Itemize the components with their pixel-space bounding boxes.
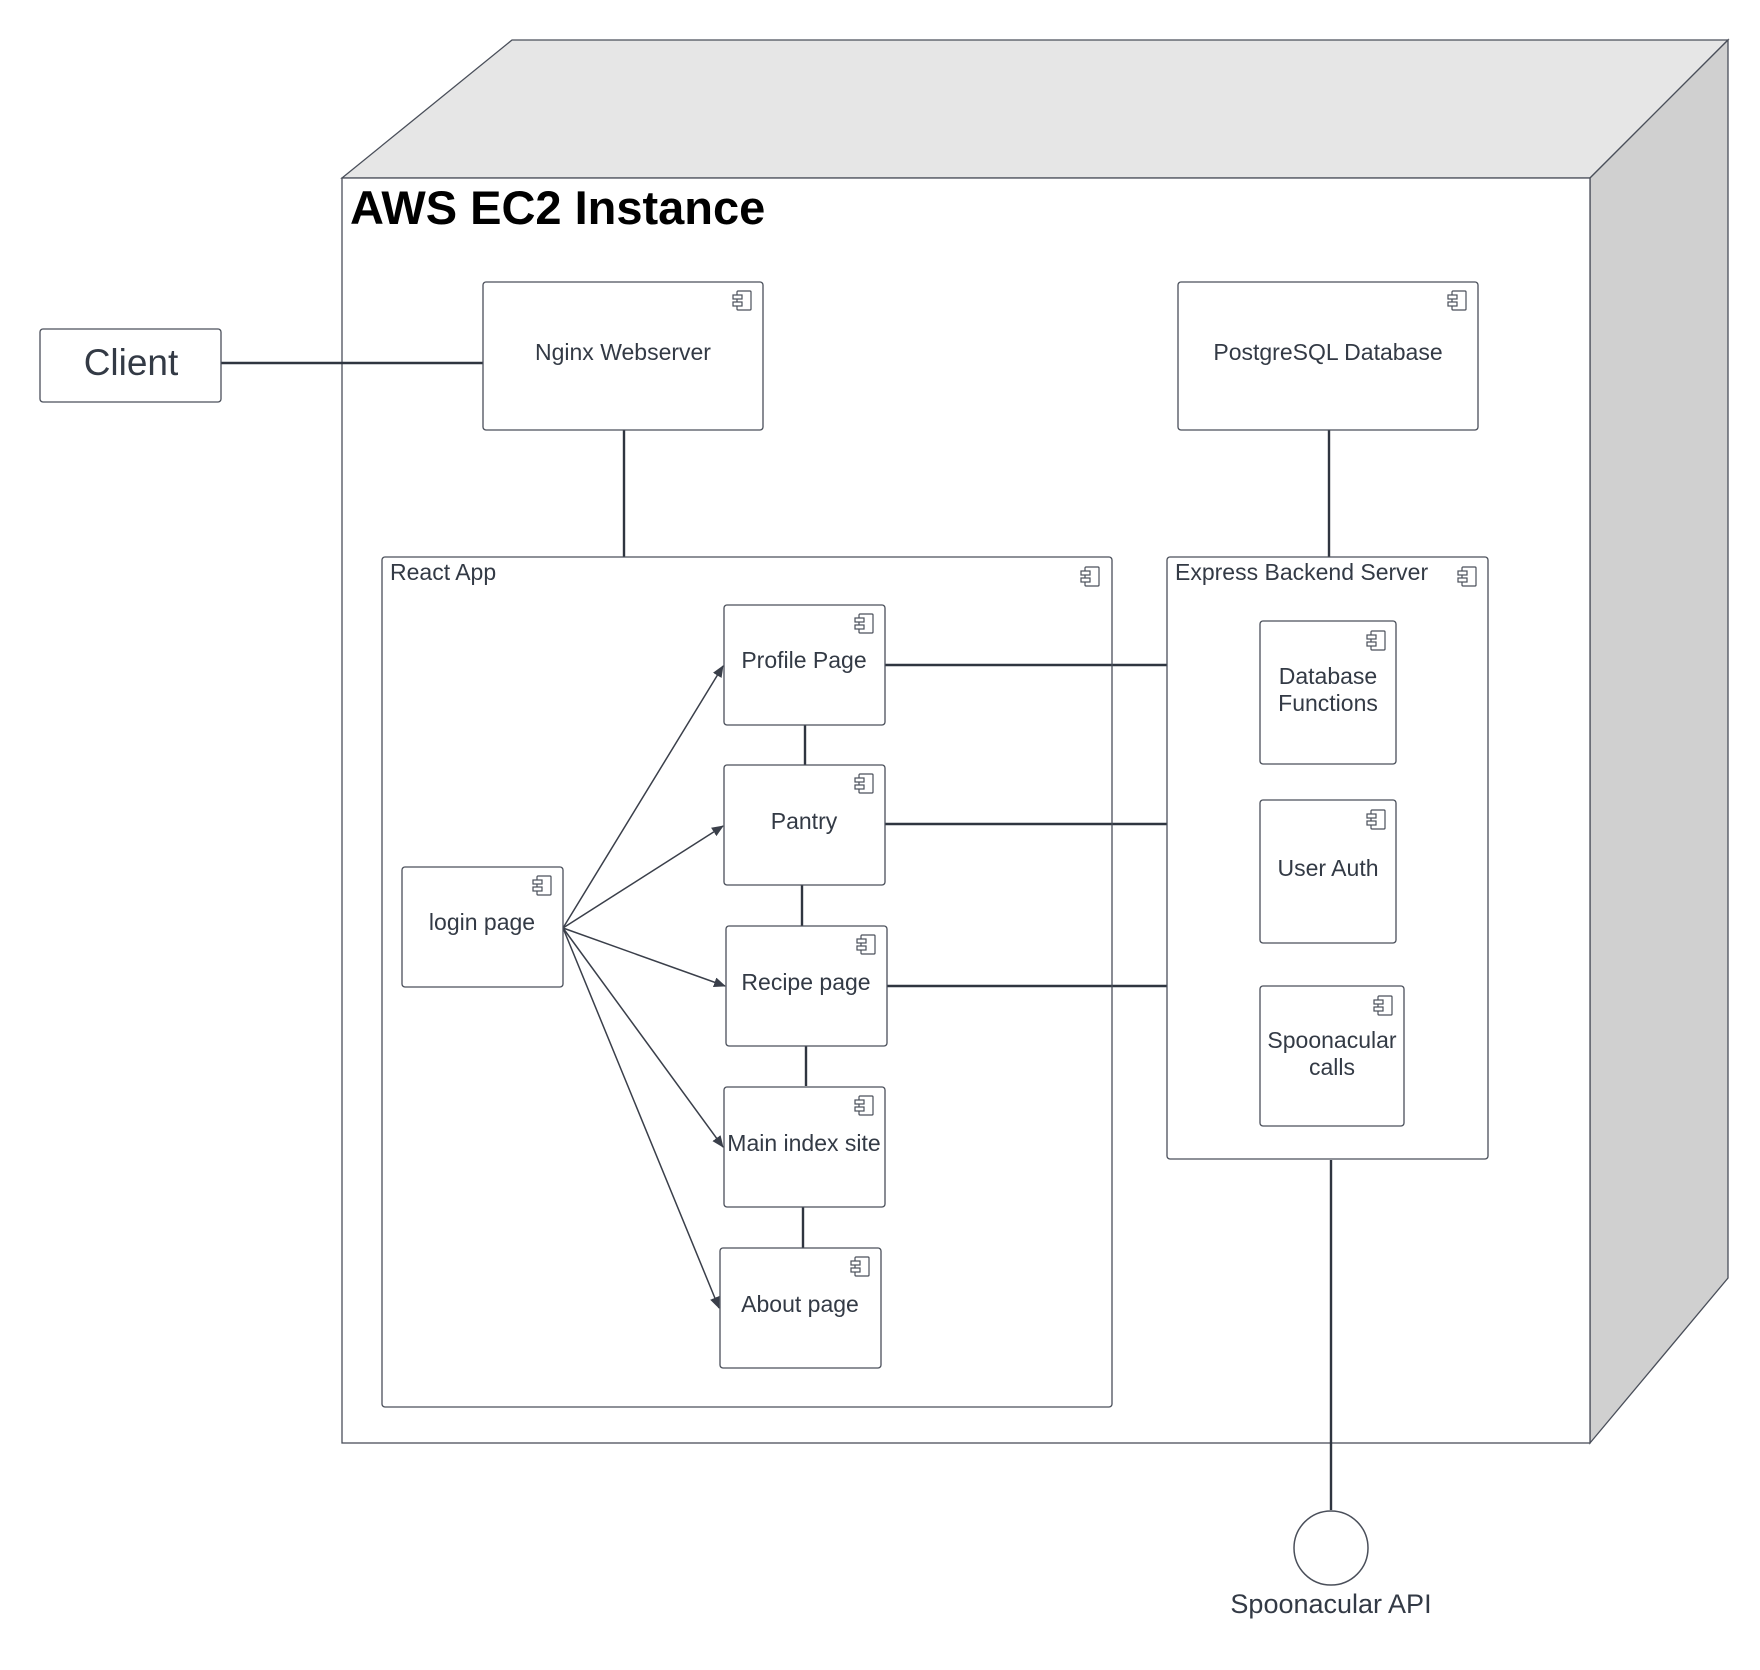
postgresql-database-component: PostgreSQL Database <box>1177 281 1479 431</box>
login-about-arrow <box>562 927 720 1309</box>
postgresql-database-label: PostgreSQL Database <box>1213 339 1442 365</box>
ec2-node: AWS EC2 Instance <box>340 38 1730 1445</box>
spoonacular-calls-label-line1: Spoonacular <box>1267 1027 1396 1053</box>
spoonacular-api-interface: Spoonacular API <box>1230 1510 1432 1619</box>
ec2-node-top-face <box>340 39 1730 179</box>
client-node: Client <box>39 328 222 403</box>
login-pantry-arrow <box>562 825 724 929</box>
login-page-component: login page <box>401 866 564 988</box>
database-functions-label-line2: Functions <box>1278 690 1378 716</box>
connections <box>221 361 1333 1510</box>
main-index-site-label: Main index site <box>727 1130 880 1156</box>
about-page-label: About page <box>741 1291 859 1317</box>
pantry-label: Pantry <box>771 808 838 834</box>
react-app-component: React App <box>381 556 1113 1408</box>
ec2-node-title: AWS EC2 Instance <box>350 181 765 234</box>
login-page-label: login page <box>429 909 535 935</box>
ec2-node-side-face <box>1589 38 1729 1445</box>
profile-page-label: Profile Page <box>741 647 866 673</box>
client-label: Client <box>84 342 179 383</box>
login-profile-arrow <box>562 665 724 929</box>
spoonacular-calls-component: Spoonacular calls <box>1259 985 1405 1127</box>
recipe-page-label: Recipe page <box>741 969 870 995</box>
interface-circle <box>1293 1510 1369 1586</box>
database-functions-label-line1: Database <box>1279 663 1377 689</box>
nginx-webserver-label: Nginx Webserver <box>535 339 711 365</box>
pantry-component: Pantry <box>723 764 886 886</box>
user-auth-component: User Auth <box>1259 799 1397 944</box>
spoonacular-api-label: Spoonacular API <box>1230 1589 1431 1619</box>
react-app-label: React App <box>390 559 496 585</box>
spoonacular-calls-label-line2: calls <box>1309 1054 1355 1080</box>
profile-page-component: Profile Page <box>723 604 886 726</box>
recipe-page-component: Recipe page <box>725 925 888 1047</box>
main-index-site-component: Main index site <box>723 1086 886 1208</box>
about-page-component: About page <box>719 1247 882 1369</box>
login-main-arrow <box>562 927 724 1148</box>
express-backend-server-label: Express Backend Server <box>1175 559 1428 585</box>
database-functions-component: Database Functions <box>1259 620 1397 765</box>
nginx-webserver-component: Nginx Webserver <box>482 281 764 431</box>
login-recipe-arrow <box>562 927 726 987</box>
user-auth-label: User Auth <box>1278 855 1379 881</box>
